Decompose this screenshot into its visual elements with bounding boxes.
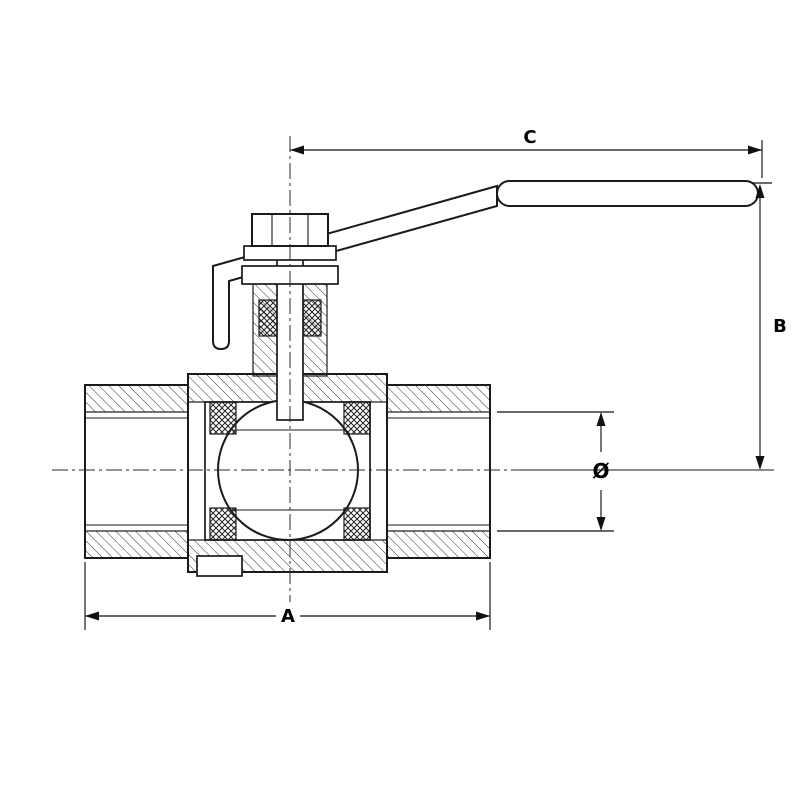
dimension-label-c: C xyxy=(523,127,536,148)
seat-rings xyxy=(209,401,371,541)
dimension-label-bore: Ø xyxy=(592,459,609,483)
right-pipe-thread-bottom xyxy=(384,530,491,559)
dim-c-arrow-right xyxy=(748,145,762,155)
handle-grip xyxy=(496,180,759,207)
body-bottom-tab xyxy=(196,555,243,577)
packing-left xyxy=(258,299,278,337)
right-pipe-thread-top xyxy=(384,384,491,413)
left-pipe-thread-bottom xyxy=(84,530,191,559)
dim-bore-arrow-top xyxy=(596,412,606,426)
seat-top-right xyxy=(343,401,371,435)
dim-a-arrow-left xyxy=(85,611,99,621)
seat-bottom-right xyxy=(343,507,371,541)
packing-right xyxy=(302,299,322,337)
dimension-bore: Ø xyxy=(497,411,614,532)
dim-a-arrow-right xyxy=(476,611,490,621)
left-pipe-thread-top xyxy=(84,384,191,413)
seat-bottom-left xyxy=(209,507,237,541)
dim-b-arrow-bottom xyxy=(755,456,765,470)
right-pipe-end xyxy=(384,384,491,559)
dim-b-arrow-top xyxy=(755,184,765,198)
left-pipe-end xyxy=(84,384,191,559)
dim-a-label-background xyxy=(276,603,300,627)
dimension-a: A xyxy=(84,562,491,630)
right-pipe-body xyxy=(384,384,491,559)
dim-c-arrow-left xyxy=(290,145,304,155)
dimension-b: B xyxy=(752,182,787,470)
dim-bore-arrow-bottom xyxy=(596,517,606,531)
dimension-label-a: A xyxy=(281,606,295,627)
seat-top-left xyxy=(209,401,237,435)
dimension-label-b: B xyxy=(773,316,787,337)
dimension-c: C xyxy=(290,127,763,178)
